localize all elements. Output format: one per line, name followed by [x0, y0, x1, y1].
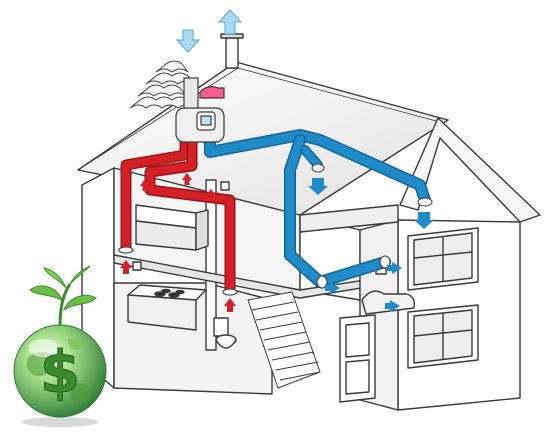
house	[77, 33, 541, 411]
supply-ducts	[204, 129, 431, 288]
vent-grille-2	[220, 181, 230, 191]
vent-stack	[225, 37, 239, 69]
kitchen-stove	[127, 284, 207, 331]
partition-wall-1	[205, 179, 217, 351]
heat-recovery-unit	[175, 77, 225, 143]
roof-tiles	[129, 60, 195, 109]
lower-window	[407, 304, 479, 369]
air-flow-arrow-icon	[120, 173, 236, 312]
exhaust-ducts	[120, 126, 236, 296]
sprout-icon	[29, 265, 97, 327]
eco-globe: $	[13, 265, 107, 427]
duct-outlets	[118, 163, 433, 296]
arrow-up-icon	[217, 9, 243, 35]
door-canopy	[361, 290, 416, 315]
supply-outlet-arrows	[308, 178, 434, 312]
front-door	[339, 314, 376, 403]
kitchen-upper-cabinet	[135, 204, 209, 251]
dollar-sign-icon: $	[40, 338, 80, 406]
upper-window	[407, 227, 479, 291]
flow-arrows	[120, 9, 434, 312]
staircase	[247, 291, 321, 389]
toilet	[213, 317, 237, 349]
vent-grille-1	[132, 261, 142, 271]
arrow-down-icon	[175, 29, 201, 53]
